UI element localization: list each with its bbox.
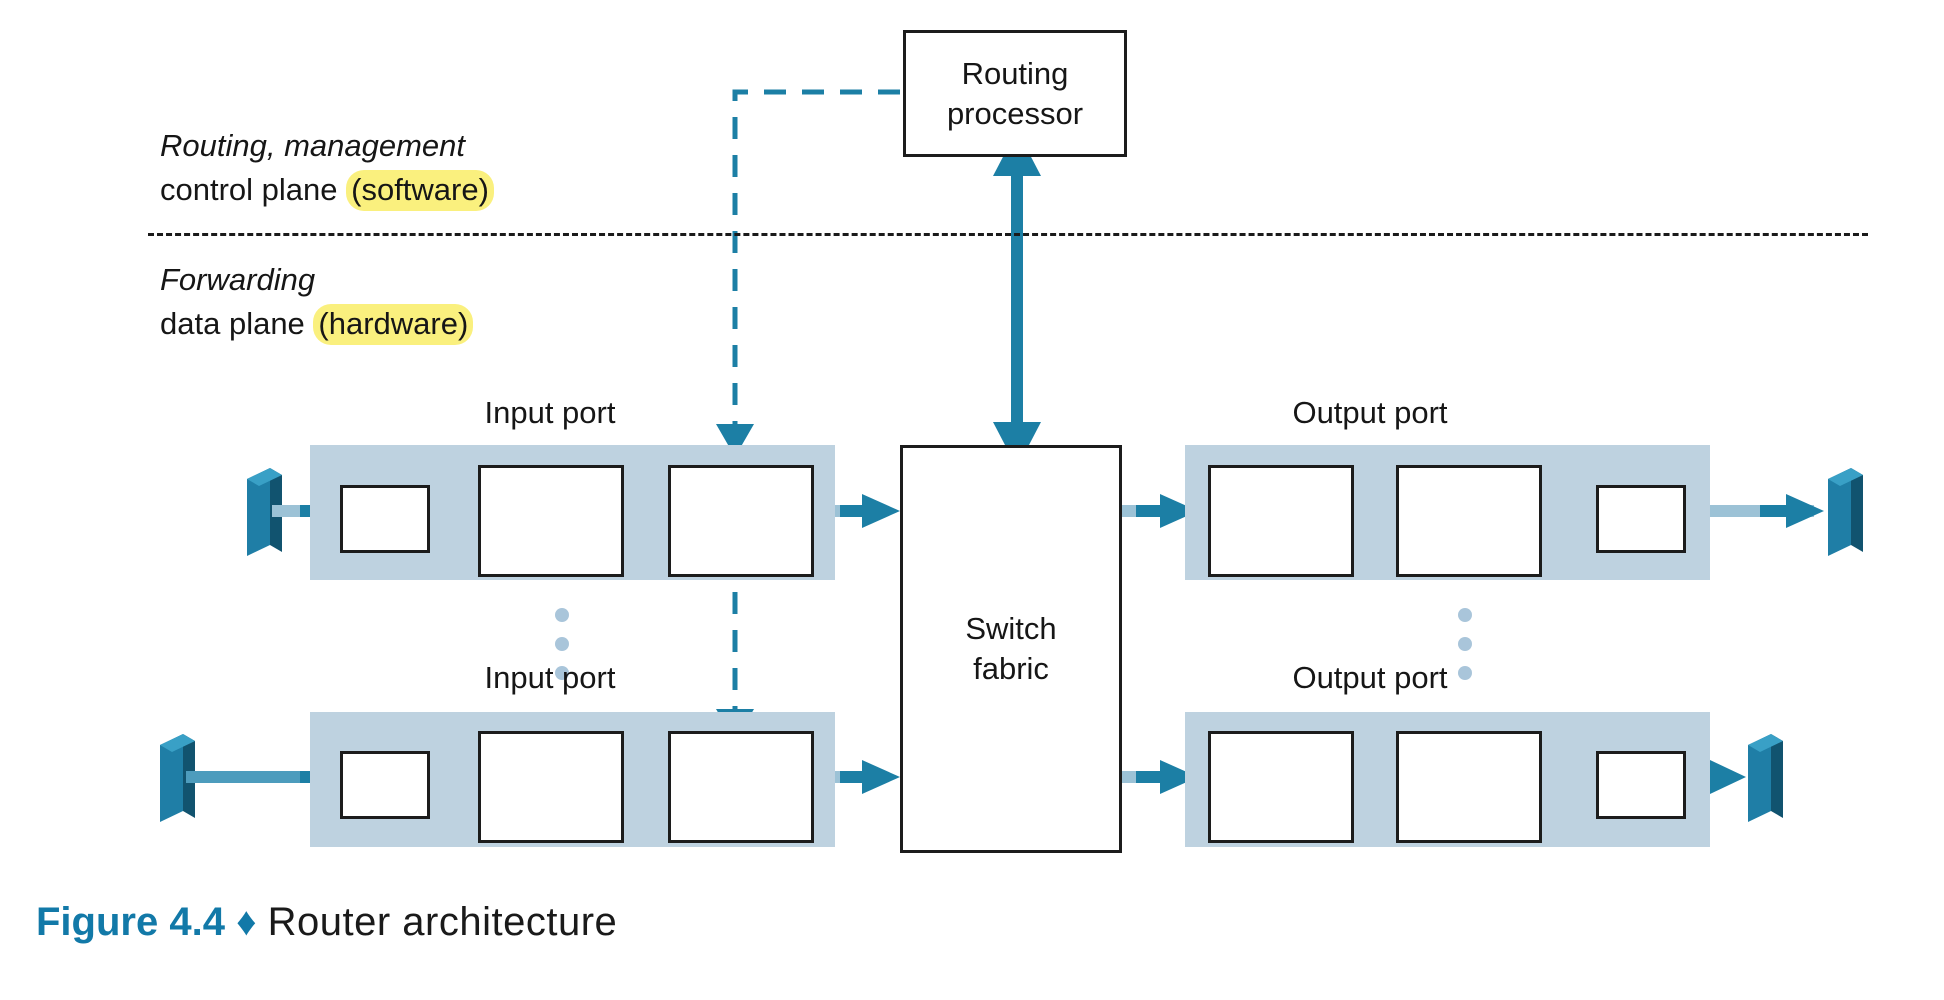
input-stage-link-layer-row1[interactable] — [478, 465, 624, 577]
control-plane-line2: control plane (software) — [160, 168, 494, 212]
output-stage-line-termination-row2[interactable] — [1596, 751, 1686, 819]
input-rows-ellipsis — [555, 608, 569, 680]
plane-divider-line — [148, 233, 1868, 236]
switch-fabric-box[interactable]: Switch fabric — [900, 445, 1122, 853]
input-port-label-row1: Input port — [484, 395, 616, 430]
control-plane-line2-plain: control plane — [160, 172, 347, 207]
control-plane-software-highlight: (software) — [346, 170, 494, 211]
output-rows-ellipsis — [1458, 608, 1472, 680]
data-plane-line2: data plane (hardware) — [160, 302, 474, 346]
figure-title: Router architecture — [267, 900, 618, 944]
input-stage-line-termination-row2[interactable] — [340, 751, 430, 819]
output-stage-queueing-row1[interactable] — [1208, 465, 1354, 577]
ellipsis-dot — [1458, 666, 1472, 680]
figure-number: Figure 4.4 — [36, 900, 225, 944]
output-stage-line-termination-row1[interactable] — [1596, 485, 1686, 553]
data-plane-line2-plain: data plane — [160, 306, 314, 341]
figure-caption: Figure 4.4 ♦ Router architecture — [36, 900, 617, 945]
switch-fabric-label-line2: fabric — [973, 651, 1049, 686]
control-plane-label: Routing, management control plane (softw… — [160, 124, 494, 212]
input-stage-lookup-forward-queue-row1[interactable] — [668, 465, 814, 577]
output-stage-link-layer-row1[interactable] — [1396, 465, 1542, 577]
data-plane-line1: Forwarding — [160, 262, 316, 297]
ellipsis-dot — [1458, 637, 1472, 651]
ellipsis-dot — [555, 608, 569, 622]
output-port-label-row2: Output port — [1292, 660, 1448, 695]
flow-arrow-fabric-to-output-row2 — [1118, 760, 1198, 794]
input-stage-link-layer-row2[interactable] — [478, 731, 624, 843]
output-stage-link-layer-row2[interactable] — [1396, 731, 1542, 843]
switch-fabric-label-line1: Switch — [965, 611, 1057, 646]
output-port-label-row1: Output port — [1292, 395, 1448, 430]
ellipsis-dot — [555, 637, 569, 651]
flow-arrow-fabric-to-output-row1 — [1118, 494, 1198, 528]
data-plane-hardware-highlight: (hardware) — [313, 304, 474, 345]
output-stage-queueing-row2[interactable] — [1208, 731, 1354, 843]
data-plane-label: Forwarding data plane (hardware) — [160, 258, 474, 346]
figure-diamond-icon: ♦ — [236, 900, 257, 944]
control-plane-dashed-line — [716, 89, 900, 742]
input-port-label-row2: Input port — [484, 660, 616, 695]
output-link-connector-row1 — [1828, 468, 1863, 556]
ellipsis-dot — [555, 666, 569, 680]
output-link-connector-row2 — [1748, 734, 1783, 822]
routing-processor-switch-fabric-arrow — [993, 130, 1041, 468]
input-stage-line-termination-row1[interactable] — [340, 485, 430, 553]
routing-processor-label-line2: processor — [946, 95, 1084, 131]
routing-processor-box[interactable]: Routing processor — [903, 30, 1127, 157]
control-plane-line1: Routing, management — [160, 128, 466, 163]
routing-processor-label-line1: Routing — [961, 55, 1069, 91]
ellipsis-dot — [1458, 608, 1472, 622]
flow-arrow-out-row1 — [1688, 494, 1824, 528]
input-stage-lookup-forward-queue-row2[interactable] — [668, 731, 814, 843]
